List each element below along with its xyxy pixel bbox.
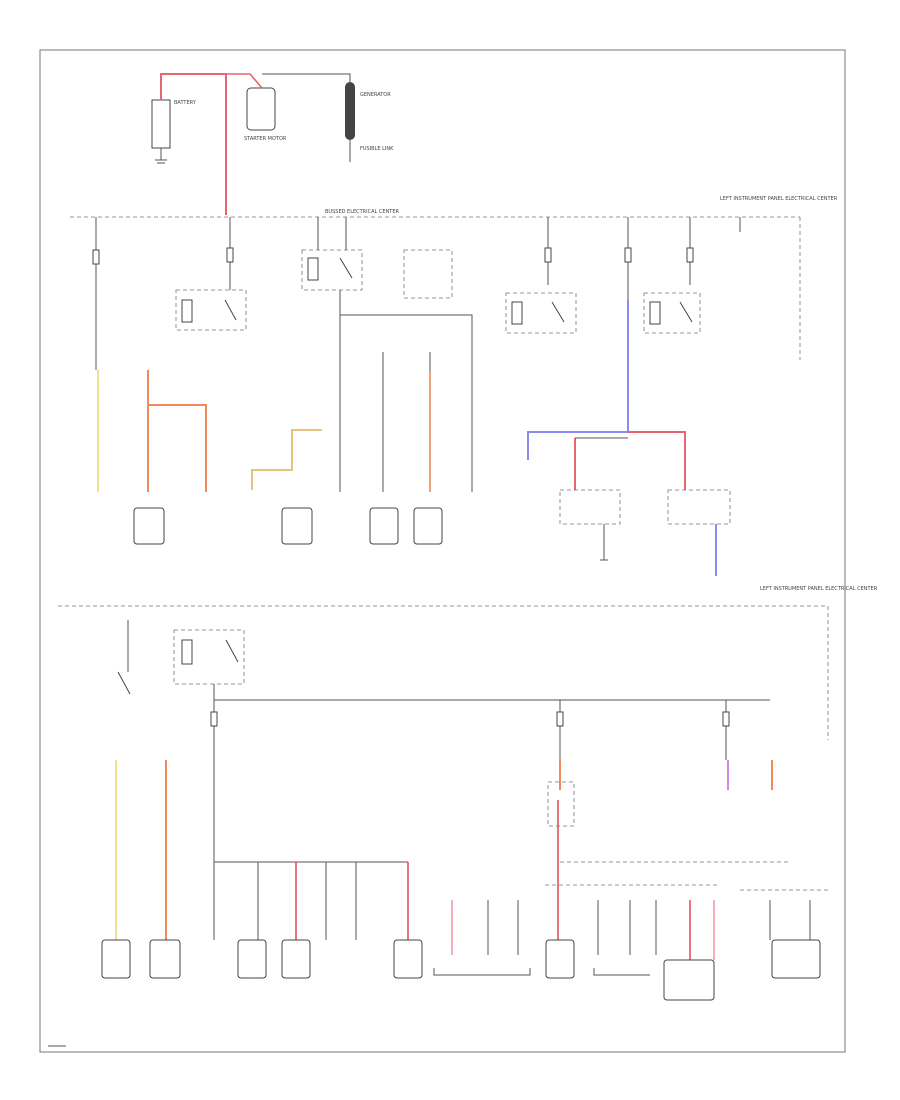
- battery-label: BATTERY: [174, 100, 197, 106]
- upper-fuse-feeds: [92, 217, 741, 370]
- relay-2: [301, 249, 363, 291]
- bus-right-top-label: LEFT INSTRUMENT PANEL ELECTRICAL CENTER: [720, 196, 838, 202]
- wire-upper-orange-b: [148, 404, 207, 492]
- diagram-frame: [39, 49, 846, 1053]
- relay-4: [505, 292, 577, 334]
- battery-group: BATTERY: [151, 99, 197, 164]
- lower-relays: [117, 620, 245, 695]
- generator-label: GENERATOR: [360, 92, 391, 98]
- battery-positive-cable: [160, 73, 227, 215]
- relay-3: [403, 249, 453, 299]
- starter-motor-group: STARTER MOTOR: [244, 87, 287, 142]
- wire-upper-tan: [251, 429, 322, 490]
- wire-upper-blue: [527, 300, 629, 460]
- relay-5: [643, 292, 701, 334]
- relay-1: [175, 289, 247, 331]
- lower-drops: [213, 800, 811, 960]
- starter-motor-label: STARTER MOTOR: [244, 136, 287, 142]
- bus-right-mid-label: LEFT INSTRUMENT PANEL ELECTRICAL CENTER: [760, 586, 878, 592]
- lower-loads: [101, 939, 821, 1001]
- upper-loads: [133, 489, 731, 545]
- generator-group: GENERATOR FUSIBLE LINK: [345, 82, 394, 162]
- wire-upper-red-b: [628, 431, 686, 490]
- bus-top-label: BUSSED ELECTRICAL CENTER: [325, 209, 400, 215]
- starter-cable: [226, 73, 263, 89]
- fusible-link-label: FUSIBLE LINK: [360, 146, 394, 152]
